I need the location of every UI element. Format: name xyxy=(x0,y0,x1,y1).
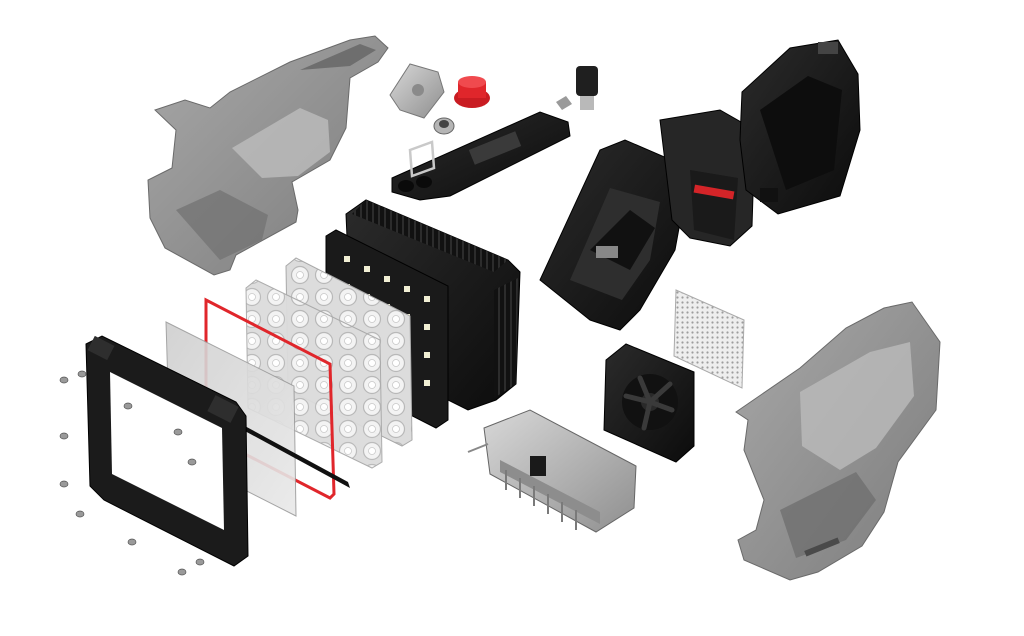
small-bushing-part xyxy=(433,117,455,135)
battery-pack xyxy=(659,109,756,247)
battery-holder-back xyxy=(539,139,691,331)
latch-module xyxy=(391,111,571,201)
mesh-filter xyxy=(673,289,745,389)
red-knob-part xyxy=(454,76,490,108)
front-bezel-frame xyxy=(85,335,249,567)
driver-module xyxy=(467,409,637,533)
metal-clip-part xyxy=(389,63,445,119)
cooling-fan xyxy=(603,343,695,463)
battery-cover-lid xyxy=(739,39,861,215)
small-spring-part xyxy=(556,96,572,110)
right-bracket-housing xyxy=(735,301,941,581)
upper-bracket-housing xyxy=(147,35,389,276)
screw-set xyxy=(59,370,205,576)
connector-plug-part xyxy=(576,66,598,110)
